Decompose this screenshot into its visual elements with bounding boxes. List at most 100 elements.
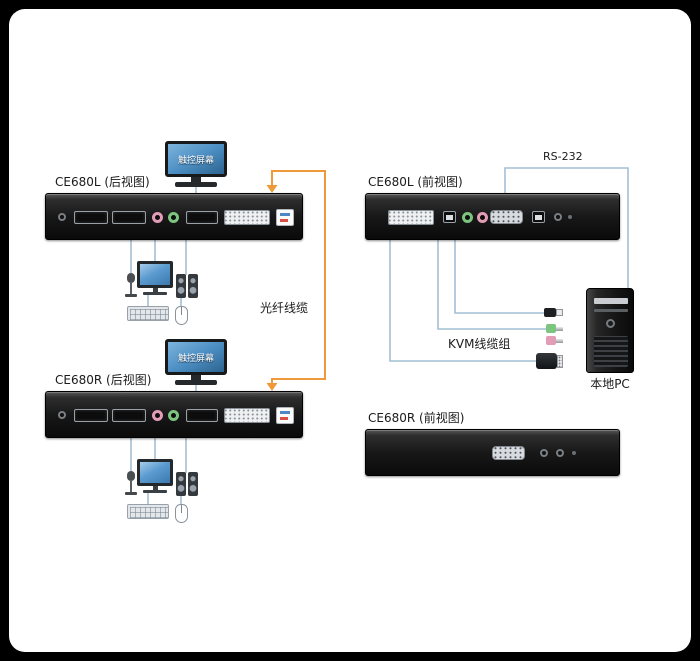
device-ce680r-front-view (365, 429, 620, 476)
audio-jack-green-icon (462, 212, 473, 223)
video-port-icon (186, 211, 218, 224)
ce680r-front-label: CE680R (前视图) (368, 411, 465, 425)
mic-base (125, 492, 137, 495)
desktop-monitor-icon (137, 459, 173, 493)
link-port-icon (112, 409, 146, 422)
device-ce680l-front-view (365, 193, 620, 240)
monitor-stand-neck (191, 375, 201, 380)
plug-tip (556, 338, 563, 343)
device-ce680l-rear-view (45, 193, 303, 240)
speaker-left (176, 274, 186, 298)
monitor-screen (137, 261, 173, 288)
monitor-stand-base (175, 380, 217, 385)
monitor-base (143, 490, 167, 493)
link-port-icon (74, 409, 108, 422)
audio-jack-pink-icon (477, 212, 488, 223)
microphone-icon (124, 471, 138, 495)
usb-b-port-icon (532, 211, 545, 223)
kvm-video-cable (389, 240, 538, 362)
power-button-icon (554, 213, 562, 221)
kvm-usb-cable (454, 240, 544, 314)
fiber-cable (271, 170, 326, 384)
power-button-icon (606, 319, 615, 328)
touchscreen-label: 触控屏幕 (177, 155, 214, 166)
kvm-audio-cable (437, 240, 546, 330)
plug-tip (557, 354, 563, 368)
desktop-monitor-icon (137, 261, 173, 295)
mic-head (127, 471, 135, 481)
keyboard-icon (127, 306, 169, 321)
audio-jack-green-icon (168, 410, 179, 421)
diagram-card (9, 9, 691, 652)
audio-plug-green-icon (546, 324, 563, 333)
touchscreen-label: 触控屏幕 (177, 353, 214, 364)
touchscreen-monitor-icon: 触控屏幕 (165, 339, 227, 375)
plug-tip (556, 309, 563, 316)
fiber-arrow-top-icon (266, 185, 278, 193)
usb-plug-icon (544, 308, 563, 317)
plug-body (546, 324, 556, 333)
audio-jack-green-icon (168, 212, 179, 223)
ce680l-front-label: CE680L (前视图) (368, 175, 463, 189)
serial-db9-port-icon (492, 446, 525, 460)
serial-db9-port-icon (490, 210, 523, 224)
dvi-port-icon (224, 210, 270, 225)
power-button-icon (540, 449, 548, 457)
fiber-arrow-bottom-icon (266, 383, 278, 391)
fiber-cable-label: 光纤线缆 (260, 301, 309, 315)
local-pc-label: 本地PC (590, 377, 630, 391)
rs232-cable (504, 167, 629, 291)
monitor-stand-neck (191, 177, 201, 182)
mouse-icon (175, 306, 188, 325)
plug-body (536, 353, 557, 369)
power-button-icon (58, 213, 66, 221)
speaker-right (188, 274, 198, 298)
monitor-neck (152, 288, 158, 292)
ce680r-rear-label: CE680R (后视图) (55, 373, 152, 387)
power-button-icon (556, 449, 564, 457)
mouse-icon (175, 504, 188, 523)
pc-tower-icon (586, 288, 634, 373)
microphone-icon (124, 273, 138, 297)
mic-head (127, 273, 135, 283)
drive-slot (594, 309, 628, 312)
led-indicator-icon (572, 451, 576, 455)
plug-body (544, 308, 556, 317)
speakers-icon (176, 274, 198, 298)
dvi-port-icon (388, 210, 434, 225)
plug-tip (556, 326, 563, 331)
dvi-port-icon (224, 408, 270, 423)
speakers-icon (176, 472, 198, 496)
speaker-right (188, 472, 198, 496)
rs232-label: RS-232 (543, 150, 583, 163)
monitor-neck (152, 486, 158, 490)
video-port-icon (186, 409, 218, 422)
link-port-icon (112, 211, 146, 224)
touchscreen-monitor-icon: 触控屏幕 (165, 141, 227, 177)
mic-stem (130, 283, 132, 294)
keyboard-icon (127, 504, 169, 519)
touchscreen-monitor-2: 触控屏幕 (165, 339, 227, 385)
ce680l-rear-label: CE680L (后视图) (55, 175, 150, 189)
device-sticker (276, 407, 294, 424)
device-sticker (276, 209, 294, 226)
touchscreen-monitor-1: 触控屏幕 (165, 141, 227, 187)
audio-jack-pink-icon (152, 410, 163, 421)
audio-plug-pink-icon (546, 336, 563, 345)
monitor-stand-base (175, 182, 217, 187)
vent-grill (594, 336, 628, 367)
dvi-plug-icon (536, 353, 563, 369)
optical-drive (594, 298, 628, 304)
monitor-base (143, 292, 167, 295)
kvm-cable-set-label: KVM线缆组 (448, 337, 511, 351)
device-ce680r-rear-view (45, 391, 303, 438)
mic-base (125, 294, 137, 297)
speaker-left (176, 472, 186, 496)
monitor-screen (137, 459, 173, 486)
mic-stem (130, 481, 132, 492)
power-button-icon (58, 411, 66, 419)
usb-b-port-icon (443, 211, 456, 223)
led-indicator-icon (568, 215, 572, 219)
plug-body (546, 336, 556, 345)
